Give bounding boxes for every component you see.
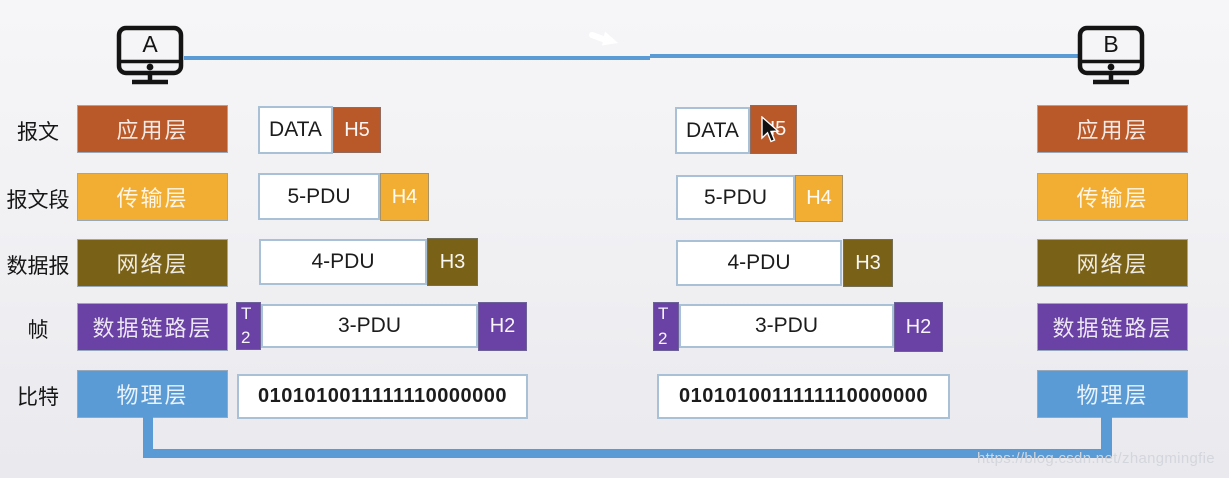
link-line-bottom-horizontal <box>143 449 1112 458</box>
row-label-message: 报文 <box>17 121 59 144</box>
pdu-b-3pdu-body: 3-PDU <box>679 304 894 348</box>
monitor-icon <box>1077 25 1145 85</box>
computer-a-label: A <box>142 31 158 57</box>
link-line-bottom-left-vertical <box>143 417 153 458</box>
pdu-a-bitstream: 0101010011111110000000 <box>237 374 528 419</box>
trailer-top-char: T <box>241 304 252 323</box>
layer-a-datalink: 数据链路层 <box>77 303 228 351</box>
layer-b-physical: 物理层 <box>1037 370 1188 418</box>
computer-a: A <box>115 24 185 88</box>
layer-a-physical: 物理层 <box>77 370 228 418</box>
pdu-a-h3-header: H3 <box>427 238 478 286</box>
trailer-top-char: T <box>658 304 669 323</box>
monitor-icon <box>116 25 184 85</box>
pdu-b-bitstream: 0101010011111110000000 <box>657 374 950 419</box>
watermark-url: https://blog.csdn.net/zhangmingfie <box>977 450 1215 467</box>
pdu-a-h5-header: H5 <box>333 107 381 153</box>
pdu-b-data-body: DATA <box>675 107 750 154</box>
layer-b-network: 网络层 <box>1037 239 1188 287</box>
computer-b: B <box>1076 24 1146 88</box>
link-line-bottom-right-vertical <box>1101 414 1112 458</box>
link-line-top-right-segment <box>650 54 1080 58</box>
trailer-bottom-char: 2 <box>241 328 251 347</box>
layer-a-transport: 传输层 <box>77 173 228 221</box>
pdu-b-h2-header: H2 <box>894 302 943 352</box>
layer-a-application: 应用层 <box>77 105 228 153</box>
row-label-datagram: 数据报 <box>6 255 70 278</box>
layer-b-transport: 传输层 <box>1037 173 1188 221</box>
pdu-b-5pdu-body: 5-PDU <box>676 175 795 220</box>
presenter-arrow-icon <box>589 31 618 46</box>
pdu-a-t2-trailer: T 2 <box>236 302 261 350</box>
pdu-b-t2-trailer: T 2 <box>653 302 679 351</box>
layer-b-datalink: 数据链路层 <box>1037 303 1188 351</box>
pdu-a-h4-header: H4 <box>380 173 429 221</box>
pdu-a-data-body: DATA <box>258 106 333 154</box>
pdu-a-4pdu-body: 4-PDU <box>259 239 427 285</box>
layer-a-network: 网络层 <box>77 239 228 287</box>
layer-b-application: 应用层 <box>1037 105 1188 153</box>
row-label-segment: 报文段 <box>6 189 70 212</box>
pdu-a-h2-header: H2 <box>478 302 527 351</box>
pdu-b-h3-header: H3 <box>843 239 893 287</box>
pdu-a-3pdu-body: 3-PDU <box>261 304 478 348</box>
pdu-a-5pdu-body: 5-PDU <box>258 173 380 220</box>
row-label-frame: 帧 <box>27 319 49 342</box>
pdu-b-h4-header: H4 <box>795 175 843 222</box>
trailer-bottom-char: 2 <box>658 329 668 348</box>
row-label-bit: 比特 <box>17 386 59 409</box>
computer-b-label: B <box>1103 31 1119 57</box>
mouse-cursor-icon <box>761 116 780 143</box>
pdu-b-4pdu-body: 4-PDU <box>676 240 842 286</box>
link-line-top-left-segment <box>184 56 650 60</box>
